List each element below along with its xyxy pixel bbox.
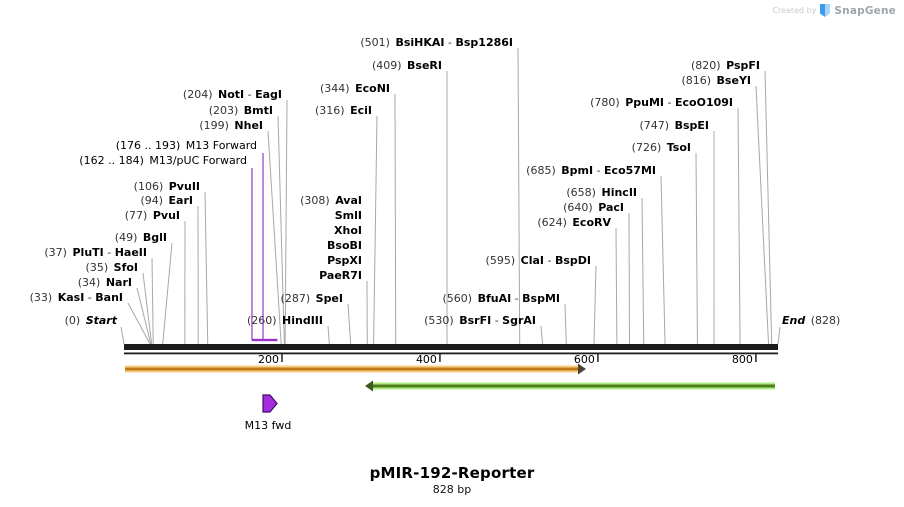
enzyme-label: (199) NheI: [199, 119, 263, 132]
leader-line: [764, 70, 773, 345]
leader-line: [695, 152, 698, 345]
snapgene-watermark: Created by SnapGene: [772, 4, 896, 17]
enzyme-label: (409) BseRI: [372, 59, 442, 72]
watermark-brand-text: SnapGene: [834, 4, 896, 17]
enzyme-label: (94) EarI: [140, 194, 193, 207]
leader-line: [127, 302, 151, 345]
enzyme-label: (560) BfuAI - BspMI: [442, 292, 560, 305]
ruler-tick-label: 400: [416, 353, 437, 366]
leader-line: [517, 47, 521, 345]
enzyme-label: (501) BsiHKAI - Bsp1286I: [360, 36, 513, 49]
enzyme-label: (780) PpuMI - EcoO109I: [590, 96, 733, 109]
enzyme-label: (35) SfoI: [86, 261, 138, 274]
enzyme-label: (37) PluTI - HaeII: [44, 246, 147, 259]
leader-line: [267, 130, 282, 345]
enzyme-label: (344) EcoNI: [320, 82, 390, 95]
enzyme-label: (34) NarI: [78, 276, 132, 289]
ruler-tick-label: 800: [732, 353, 753, 366]
enzyme-label: (77) PvuI: [125, 209, 180, 222]
leader-line: [615, 227, 618, 345]
leader-line: [660, 175, 666, 345]
enzyme-label: (595) ClaI - BspDI: [486, 254, 591, 267]
reverse-feature-arrow-head: [365, 380, 373, 392]
leader-line: [347, 303, 352, 345]
plasmid-name: pMIR-192-Reporter: [369, 464, 535, 482]
enzyme-label: (820) PspFI: [691, 59, 760, 72]
end-label: End (828): [782, 314, 840, 327]
leader-line: [641, 197, 645, 345]
m13-fwd-label: M13 fwd: [245, 419, 292, 432]
map-bar-thin: [124, 352, 778, 355]
enzyme-label: (204) NotI - EagI: [183, 88, 282, 101]
forward-feature-arrow-head: [578, 363, 586, 375]
primer-region-bar: [251, 338, 278, 342]
leader-line: [394, 93, 397, 345]
leader-line: [327, 325, 330, 345]
primer-label: (176 .. 193) M13 Forward: [116, 139, 257, 152]
leader-line: [284, 99, 288, 345]
leader-line: [136, 287, 152, 345]
start-label: (0) Start: [65, 314, 118, 327]
enzyme-label: (106) PvuII: [134, 180, 200, 193]
leader-line: [373, 115, 378, 345]
enzyme-label: (260) HindIII: [247, 314, 323, 327]
plasmid-size: 828 bp: [432, 483, 472, 496]
enzyme-label: (726) TsoI: [632, 141, 691, 154]
primer-label: (162 .. 184) M13/pUC Forward: [79, 154, 247, 167]
enzyme-label: (624) EcoRV: [537, 216, 611, 229]
map-bar-thick: [124, 344, 778, 350]
leader-line: [628, 212, 631, 345]
leader-line: [151, 257, 154, 345]
enzyme-label: (658) HincII: [566, 186, 637, 199]
enzyme-label: (287) SpeI: [281, 292, 343, 305]
enzyme-label: (685) BpmI - Eco57MI: [526, 164, 656, 177]
plasmid-title-block: pMIR-192-Reporter 828 bp: [0, 464, 904, 496]
leader-line: [593, 265, 597, 345]
enzyme-label: (747) BspEI: [639, 119, 709, 132]
leader-line: [204, 191, 209, 345]
leader-line: [120, 326, 125, 345]
enzyme-label: (316) EciI: [315, 104, 372, 117]
leader-line: [277, 115, 285, 345]
enzyme-label: (640) PacI: [563, 201, 624, 214]
enzyme-label: (816) BseYI: [681, 74, 751, 87]
ruler-tick-label: 600: [574, 353, 595, 366]
leader-line: [564, 303, 567, 345]
ruler-tick-label: 200: [258, 353, 279, 366]
leader-line: [737, 107, 741, 345]
watermark-created-by-text: Created by: [772, 6, 817, 15]
leader-line: [540, 325, 544, 345]
leader-line: [142, 272, 153, 345]
leader-line: [755, 85, 770, 345]
leader-line: [162, 242, 173, 345]
leader-line: [777, 326, 781, 345]
enzyme-label: (33) KasI - BanI: [30, 291, 123, 304]
snapgene-ribbon-icon: [820, 4, 831, 17]
enzyme-label: (49) BglI: [115, 231, 167, 244]
plasmid-linear-map: (501) BsiHKAI - Bsp1286I (409) BseRI (344)…: [30, 36, 841, 432]
m13-fwd-primer-arrow: [262, 394, 278, 413]
enzyme-label: (203) BmtI: [209, 104, 273, 117]
enzyme-label: (530) BsrFI - SgrAI: [424, 314, 536, 327]
